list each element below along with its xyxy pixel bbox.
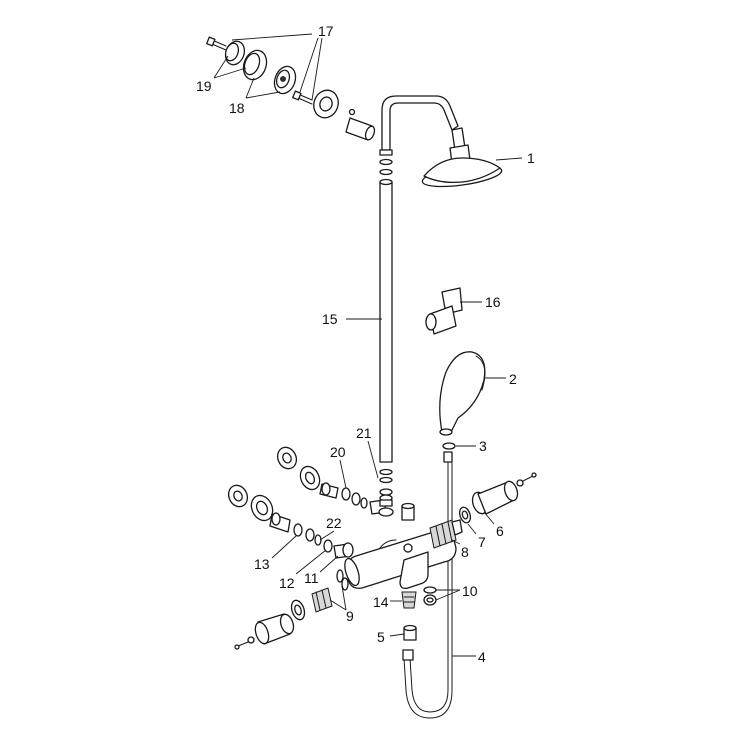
callout-10: 10 bbox=[462, 583, 478, 599]
callout-11: 11 bbox=[304, 570, 319, 586]
callout-5: 5 bbox=[377, 629, 385, 645]
callout-2: 2 bbox=[509, 371, 517, 387]
callout-4: 4 bbox=[478, 649, 486, 665]
shower-arm bbox=[379, 95, 459, 156]
aerator-insert bbox=[401, 591, 417, 609]
callout-19: 19 bbox=[196, 78, 212, 94]
diverter-spindle-left bbox=[336, 569, 349, 591]
shower-hose bbox=[402, 451, 453, 719]
left-fitting-lower bbox=[227, 484, 354, 559]
callout-20: 20 bbox=[330, 444, 346, 460]
wall-mount-assembly bbox=[206, 36, 376, 141]
leader-lines bbox=[213, 33, 523, 657]
callout-6: 6 bbox=[496, 523, 504, 539]
diverter-assembly bbox=[290, 587, 333, 621]
rail-o-rings-top bbox=[379, 158, 393, 176]
adapter-nipple bbox=[403, 624, 417, 641]
overhead-shower-head bbox=[421, 127, 503, 188]
arm-sleeve bbox=[345, 117, 376, 141]
aerator-seals bbox=[423, 586, 437, 606]
thermostat-cartridge bbox=[429, 519, 463, 549]
callout-15: 15 bbox=[322, 311, 338, 327]
temperature-handle bbox=[471, 480, 519, 515]
mount-screw-top bbox=[206, 36, 227, 51]
callout-13: 13 bbox=[254, 556, 270, 572]
callout-21: 21 bbox=[356, 425, 372, 441]
diverter-handle bbox=[254, 613, 295, 645]
callout-labels: 1 2 3 4 5 6 7 8 9 10 11 12 13 14 15 16 1… bbox=[196, 23, 535, 665]
callout-1: 1 bbox=[527, 150, 535, 166]
cartridge-nut bbox=[458, 506, 472, 524]
handle-screw-right bbox=[516, 472, 537, 487]
slide-holder bbox=[425, 287, 463, 335]
eccentric-nut bbox=[341, 487, 351, 501]
hose-washer bbox=[442, 442, 456, 450]
shower-rail bbox=[379, 178, 393, 463]
callout-9: 9 bbox=[346, 608, 354, 624]
callout-17: 17 bbox=[318, 23, 334, 39]
callout-3: 3 bbox=[479, 438, 487, 454]
callout-8: 8 bbox=[461, 544, 469, 560]
callout-22: 22 bbox=[326, 515, 342, 531]
callout-14: 14 bbox=[373, 594, 389, 610]
check-valve bbox=[293, 523, 303, 537]
handle-screw-left bbox=[234, 636, 255, 650]
mount-screw-bottom bbox=[292, 90, 313, 105]
callout-16: 16 bbox=[485, 294, 501, 310]
callout-7: 7 bbox=[478, 534, 486, 550]
hand-shower bbox=[439, 351, 486, 436]
callout-12: 12 bbox=[279, 575, 295, 591]
left-fitting-upper bbox=[276, 446, 394, 517]
callout-18: 18 bbox=[229, 100, 245, 116]
rail-o-rings-bottom bbox=[379, 468, 393, 484]
